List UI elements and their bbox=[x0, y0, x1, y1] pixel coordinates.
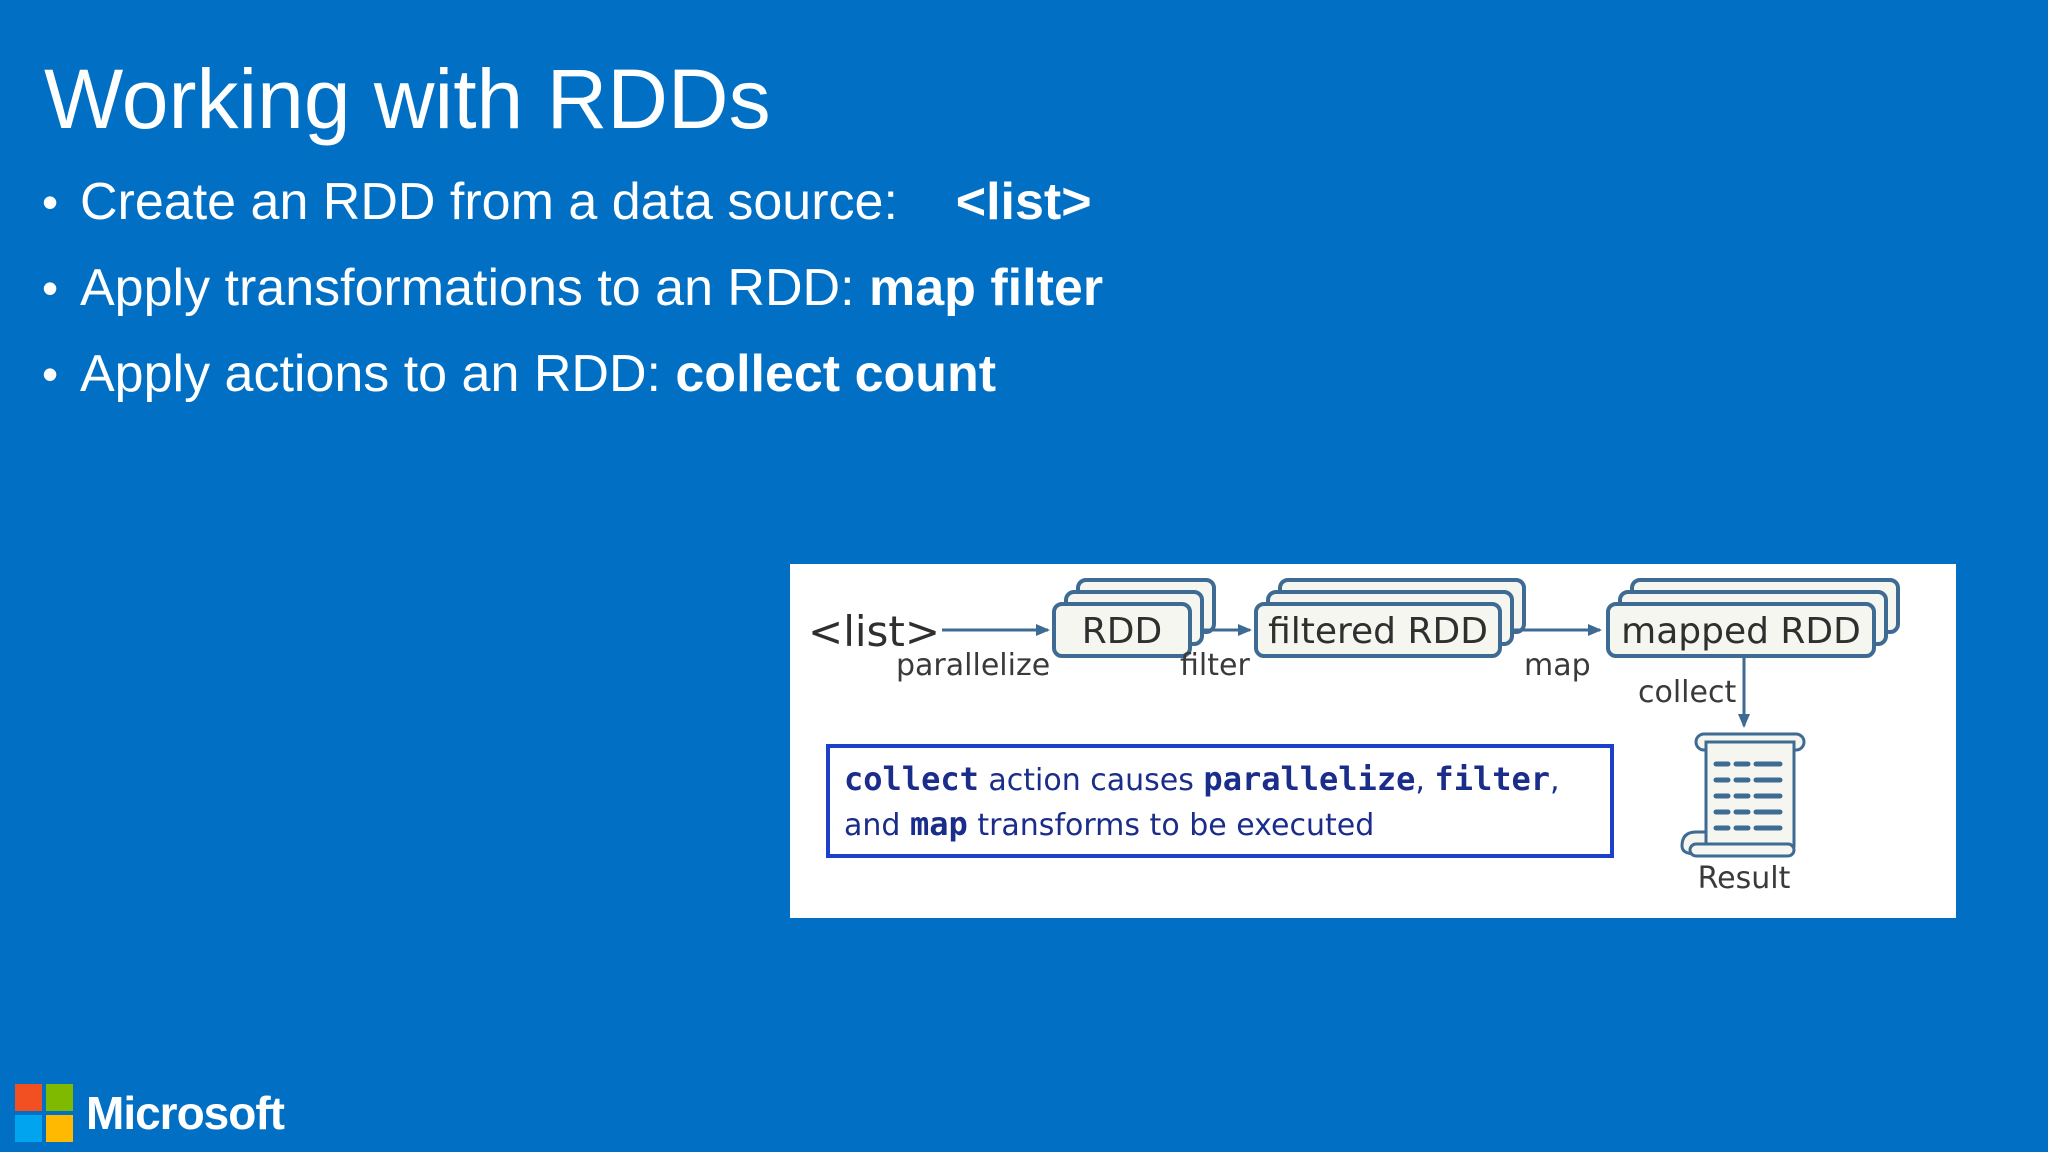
rdd-diagram: <list> parallelize RDD filter filtered R… bbox=[790, 564, 1956, 918]
bullet-text: Apply actions to an RDD: bbox=[80, 345, 661, 403]
collect-label: collect bbox=[1638, 675, 1736, 710]
bullet-dot: • bbox=[42, 348, 59, 400]
bullet-text: Apply transformations to an RDD: bbox=[80, 259, 855, 317]
note-map: map bbox=[910, 805, 968, 843]
bullet-text: Create an RDD from a data source: bbox=[80, 173, 898, 231]
bullet-dot: • bbox=[42, 176, 59, 228]
note-line-2: and map transforms to be executed bbox=[844, 805, 1374, 843]
mapped-rdd-node: mapped RDD bbox=[1606, 578, 1900, 658]
note-parallelize: parallelize bbox=[1203, 760, 1415, 798]
source-list-label: <list> bbox=[808, 607, 940, 656]
filtered-rdd-node: filtered RDD bbox=[1254, 578, 1526, 658]
filter-label: filter bbox=[1180, 648, 1250, 683]
note-filter: filter bbox=[1434, 760, 1550, 798]
note-text-1: action causes bbox=[979, 763, 1204, 798]
note-box bbox=[826, 744, 1614, 858]
bullet-bold: map filter bbox=[869, 259, 1104, 317]
bullet-dot: • bbox=[42, 262, 59, 314]
microsoft-logo-icon bbox=[15, 1084, 73, 1142]
rdd-node: RDD bbox=[1052, 578, 1216, 658]
mapped-rdd-node-label: mapped RDD bbox=[1621, 611, 1861, 652]
bullet-list: • Create an RDD from a data source: <lis… bbox=[40, 172, 1103, 430]
slide-title: Working with RDDs bbox=[44, 52, 771, 146]
note-line-1: collect action causes parallelize, filte… bbox=[844, 760, 1560, 798]
bullet-item: • Apply actions to an RDD: collect count bbox=[40, 344, 1103, 430]
note-comma-1: , bbox=[1415, 763, 1434, 798]
note-comma-2: , bbox=[1550, 763, 1560, 798]
bullet-item: • Create an RDD from a data source: <lis… bbox=[40, 172, 1103, 258]
microsoft-brand-text: Microsoft bbox=[86, 1087, 285, 1139]
note-text-2: transforms to be executed bbox=[968, 808, 1374, 843]
note-collect: collect bbox=[844, 760, 979, 798]
map-label: map bbox=[1524, 648, 1591, 683]
rdd-node-label: RDD bbox=[1082, 611, 1162, 652]
bullet-bold: <list> bbox=[955, 173, 1092, 231]
bullet-item: • Apply transformations to an RDD: map f… bbox=[40, 258, 1103, 344]
result-scroll-icon bbox=[1680, 732, 1806, 858]
rdd-diagram-svg: <list> parallelize RDD filter filtered R… bbox=[808, 578, 1900, 896]
bullet-bold: collect count bbox=[675, 345, 997, 403]
note-and: and bbox=[844, 808, 910, 843]
filtered-rdd-node-label: filtered RDD bbox=[1268, 611, 1488, 652]
parallelize-label: parallelize bbox=[896, 648, 1050, 683]
result-label: Result bbox=[1698, 861, 1791, 896]
